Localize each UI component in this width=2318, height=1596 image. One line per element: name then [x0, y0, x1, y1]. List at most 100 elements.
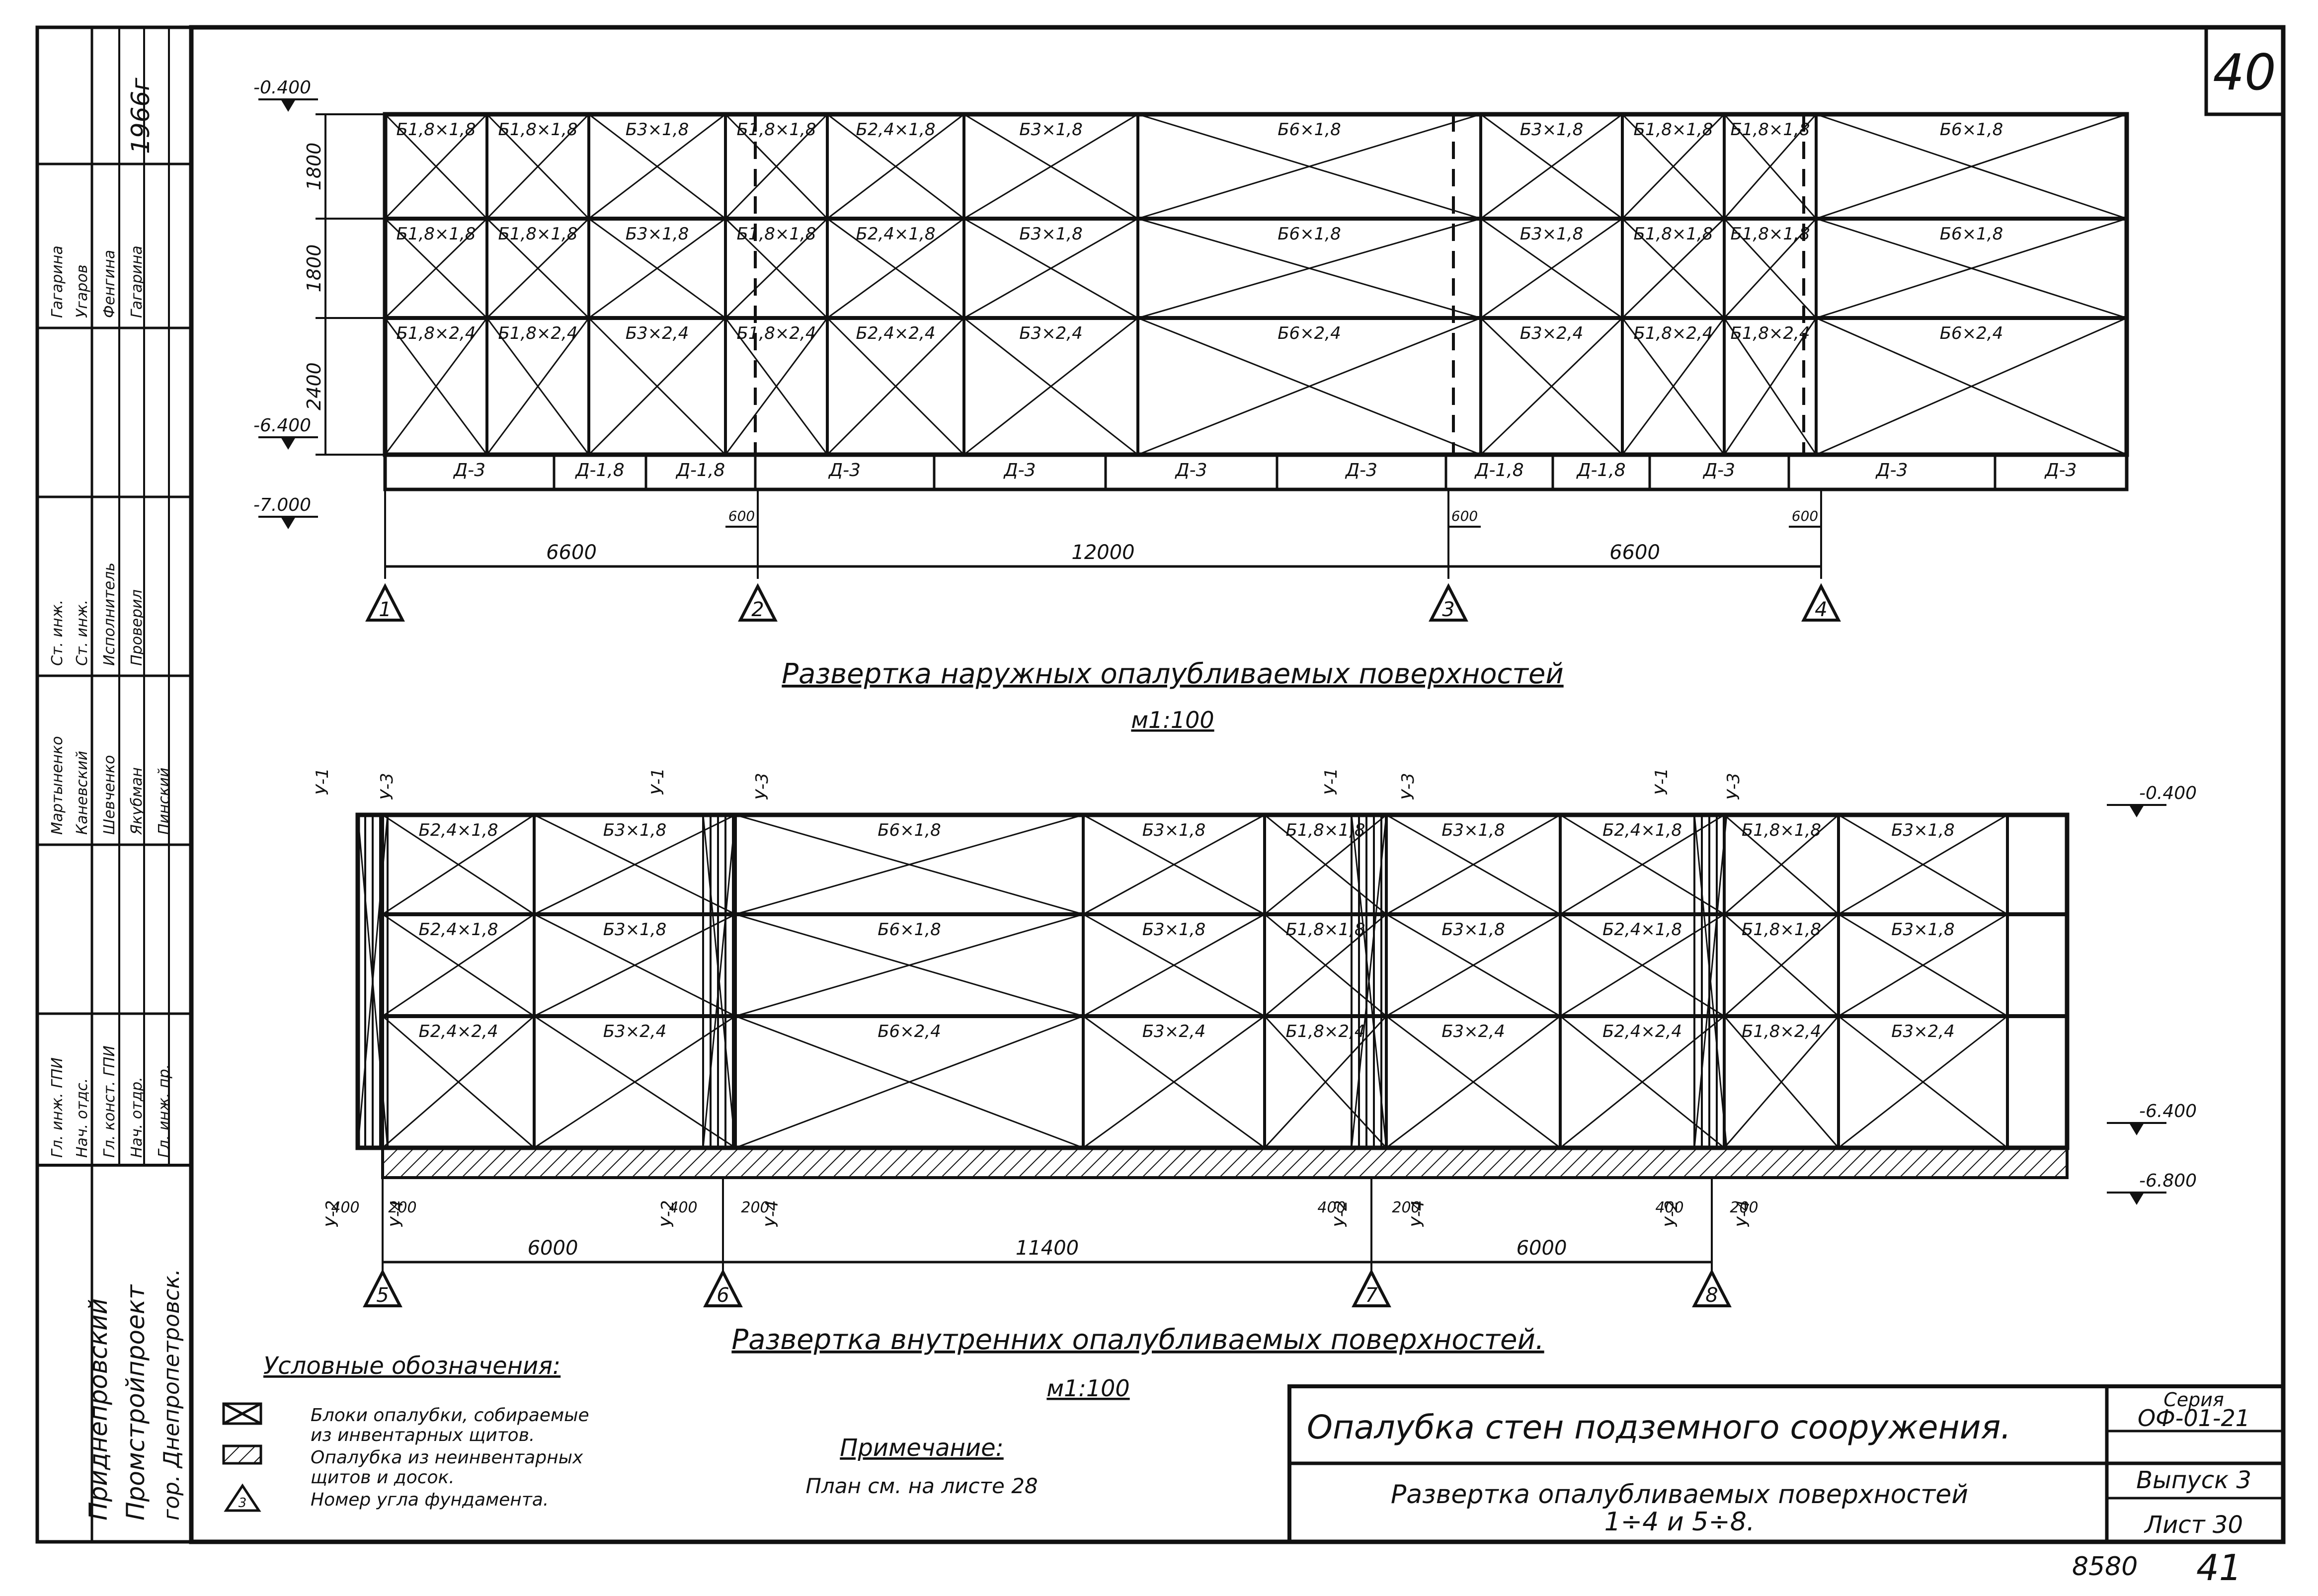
outer-panel-label: Б6×1,8: [1940, 224, 2003, 244]
outer-axis-1-icon: 1: [365, 583, 405, 622]
outer-level-mid: -6.400: [253, 415, 311, 436]
outer-small-dim: 600: [1451, 508, 1478, 524]
outer-panel-label: Б3×1,8: [626, 120, 689, 140]
inner-top-tag: У-3: [1724, 773, 1744, 800]
outer-bottom-label: Д-1,8: [1474, 460, 1523, 480]
outer-panel-label: Б3×2,4: [1520, 323, 1584, 343]
outer-small-dim: 600: [728, 508, 755, 524]
stamp-name: Угаров: [74, 264, 91, 318]
inner-span-dim: 11400: [1016, 1237, 1079, 1260]
inner-panel-label: Б3×1,8: [1142, 920, 1206, 940]
inner-panel-label: Б3×1,8: [1891, 920, 1955, 940]
outer-scale: м1:100: [1131, 707, 1214, 733]
outer-level-bottom: -7.000: [253, 495, 311, 515]
outer-panel-label: Б2,4×2,4: [856, 323, 936, 343]
outer-panel-label: Б3×2,4: [626, 323, 689, 343]
stamp-name: Мартыненко: [49, 736, 66, 835]
inner-bottom-tag: У-4: [1734, 1200, 1754, 1227]
inner-small-dim: 200: [1730, 1199, 1758, 1216]
outer-span-dim: 12000: [1071, 541, 1134, 564]
outer-panel-label: Б1,8×1,8: [737, 224, 816, 244]
inner-small-dim: 400: [1317, 1199, 1346, 1216]
inner-panel-label: Б1,8×2,4: [1286, 1022, 1365, 1041]
legend-item-3: Номер угла фундамента.: [311, 1490, 549, 1510]
inner-base-hatch: [381, 1146, 2069, 1179]
side-stamp-frame: [35, 25, 193, 1544]
outer-panel-label: Б1,8×2,4: [1731, 323, 1810, 343]
inner-scale: м1:100: [1046, 1375, 1129, 1402]
inner-small-dim: 200: [741, 1199, 769, 1216]
stamp-role: Гл. инж. пр.: [156, 1064, 173, 1158]
inner-level-mid: -6.400: [2139, 1101, 2197, 1121]
outer-axis-2-icon: 2: [738, 583, 778, 622]
series-label: Серия: [2163, 1389, 2224, 1411]
inner-bottom-tag: У-2: [658, 1200, 678, 1227]
stamp-name: Пинский: [156, 768, 173, 835]
outer-panel-label: Б1,8×1,8: [498, 120, 578, 140]
legend-item-2-line1: Опалубка из неинвентарных: [311, 1447, 583, 1468]
outer-bottom-label: Д-1,8: [675, 460, 725, 480]
inner-span-dim: 6000: [528, 1237, 578, 1260]
stamp-name: Каневский: [74, 751, 91, 835]
stamp-org-1: Приднепровский: [84, 1298, 113, 1520]
inner-level-bottom: -6.800: [2139, 1171, 2197, 1191]
inner-axis-7-icon: 7: [1352, 1269, 1391, 1307]
inner-panel-label: Б1,8×2,4: [1742, 1022, 1821, 1041]
inner-top-tag: У-3: [752, 773, 772, 800]
outer-bottom-label: Д-1,8: [1576, 460, 1625, 480]
legend-item-1-line1: Блоки опалубки, собираемые: [311, 1405, 589, 1426]
inner-panel-label: Б6×1,8: [878, 820, 941, 840]
outer-panel-label: Б2,4×1,8: [856, 224, 936, 244]
sheet-number-box: [2204, 25, 2285, 116]
inner-title: Развертка внутренних опалубливаемых пове…: [731, 1324, 1544, 1356]
outer-panel-label: Б6×1,8: [1278, 120, 1341, 140]
outer-panel-label: Б6×2,4: [1278, 323, 1341, 343]
outer-panel-label: Б1,8×1,8: [737, 120, 816, 140]
legend-item-1-line2: из инвентарных щитов.: [311, 1425, 535, 1445]
outer-panel-label: Б1,8×1,8: [498, 224, 578, 244]
stamp-role: Проверил: [128, 589, 146, 666]
inner-panel-label: Б3×1,8: [603, 920, 667, 940]
inner-panel-label: Б6×2,4: [878, 1022, 941, 1041]
outer-panel-label: Б3×1,8: [626, 224, 689, 244]
outer-bottom-label: Д-3: [1174, 460, 1207, 480]
outer-panel-label: Б3×1,8: [1019, 120, 1083, 140]
note-heading: Примечание:: [840, 1434, 1004, 1462]
inner-panel-label: Б3×2,4: [603, 1022, 667, 1041]
outer-panel-label: Б1,8×2,4: [1634, 323, 1713, 343]
outer-panel-label: Б6×1,8: [1940, 120, 2003, 140]
stamp-name: Гагарина: [128, 245, 146, 318]
inner-panel-label: Б1,8×1,8: [1286, 920, 1365, 940]
inner-level-top: -0.400: [2139, 783, 2197, 803]
stamp-org-3: гор. Днепропетровск.: [159, 1269, 184, 1520]
outer-small-dim: 600: [1792, 508, 1818, 524]
outer-bottom-label: Д-3: [1345, 460, 1377, 480]
inner-panel-label: Б3×2,4: [1441, 1022, 1505, 1041]
inner-panel-label: Б3×1,8: [1441, 920, 1505, 940]
outer-panel-label: Б6×1,8: [1278, 224, 1341, 244]
drawing-title: Опалубка стен подземного сооружения.: [1307, 1408, 2011, 1446]
outer-axis-4-icon-label: 4: [1815, 598, 1827, 621]
stamp-role: Ст. инж.: [49, 600, 66, 666]
inner-panel-label: Б2,4×1,8: [1602, 820, 1682, 840]
stamp-role: Нач. отдр.: [128, 1077, 146, 1158]
legend-symbol-triangle-icon: 3: [224, 1483, 261, 1512]
inner-span-dim: 6000: [1517, 1237, 1567, 1260]
outer-row-height: 1800: [303, 244, 325, 293]
inner-bottom-tag: У-2: [322, 1200, 342, 1227]
stamp-name: Якубман: [128, 767, 146, 835]
inner-bottom-tag: У-4: [762, 1200, 782, 1227]
inner-bottom-tag: У-4: [387, 1200, 407, 1227]
inner-panel-label: Б3×1,8: [603, 820, 667, 840]
stamp-role: Гл. конст. ГПИ: [101, 1045, 118, 1158]
inner-panel-label: Б2,4×1,8: [1602, 920, 1682, 940]
inner-bottom-tag: У-2: [1331, 1200, 1351, 1227]
inner-panel-label: Б6×1,8: [878, 920, 941, 940]
inner-wall-frame: [355, 812, 2070, 1150]
outer-panel-label: Б3×2,4: [1019, 323, 1083, 343]
outer-axis-3-icon: 3: [1429, 583, 1468, 622]
inner-panel-label: Б3×1,8: [1441, 820, 1505, 840]
outer-panel-label: Б3×1,8: [1019, 224, 1083, 244]
